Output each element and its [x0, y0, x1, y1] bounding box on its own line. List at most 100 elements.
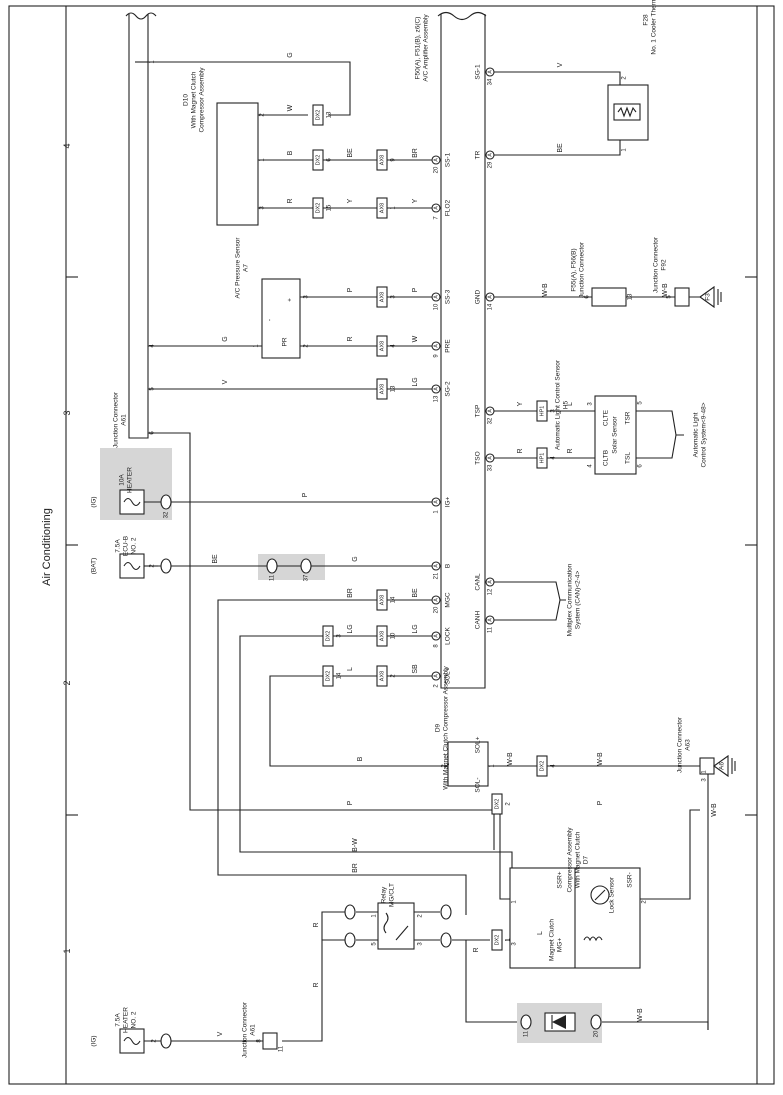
- pin-number: 1: [702, 770, 708, 774]
- component-label: SOL-: [475, 777, 482, 792]
- pin-number: 2: [150, 564, 156, 568]
- connector-pin: 2: [391, 674, 397, 678]
- component-label: A7: [243, 264, 250, 272]
- connector-id: DX2: [315, 203, 321, 214]
- component-label: Lock Sensor: [609, 876, 616, 913]
- pin-number: 2: [418, 914, 424, 918]
- connector-pin: 13: [327, 111, 333, 118]
- pin-number: 37: [304, 574, 310, 581]
- amp-pin-conn-letter: A: [487, 70, 493, 74]
- wire-color-label: G: [222, 336, 229, 341]
- pin-number: 1: [490, 764, 496, 768]
- d10-compressor-box: [216, 102, 259, 226]
- component-label: Automatic Light Control Sensor: [555, 359, 562, 450]
- pin-number: 1: [260, 158, 266, 162]
- connector-pin: 3: [391, 295, 397, 299]
- inline-connector: [536, 447, 548, 469]
- component-label: HEATER: [127, 467, 134, 493]
- wire-color-label: LG: [412, 377, 419, 386]
- component-label: TSL: [625, 452, 632, 464]
- ground-a6-symbol: [713, 754, 729, 778]
- splice-oval: [520, 1014, 532, 1030]
- connector-id: AX8: [379, 155, 385, 165]
- connector-pin: 4: [391, 344, 397, 348]
- wire-color-label: Y: [517, 401, 524, 406]
- wire-color-label: BE: [412, 588, 419, 598]
- amp-pin-circle: [431, 671, 441, 681]
- inline-connector: [312, 104, 324, 126]
- wire-color-label: R: [473, 947, 480, 952]
- inline-connector: [376, 665, 388, 687]
- a61-junction-bus: [128, 14, 149, 439]
- pin-number: 3: [702, 778, 708, 782]
- component-label: MG/CLT: [389, 883, 396, 907]
- pin-number: 3: [260, 206, 266, 210]
- connector-pin: 1: [391, 206, 397, 210]
- amp-pin-terminal: SG-1: [475, 64, 482, 80]
- amp-pin-conn-letter: A: [433, 387, 439, 391]
- pin-number: 2: [442, 764, 448, 768]
- splice-oval: [160, 558, 172, 574]
- component-label: Relay: [381, 886, 388, 903]
- amp-pin-circle: [431, 561, 441, 571]
- amp-pin-terminal: PRE: [445, 339, 452, 353]
- wire-color-label: W-B: [662, 283, 669, 297]
- component-label: A61: [121, 414, 128, 426]
- page-title: Air Conditioning: [41, 508, 53, 586]
- component-label: A/C Pressure Sensor: [235, 237, 242, 299]
- wire-color-label: R: [567, 448, 574, 453]
- wire-color-label: BE: [557, 143, 564, 153]
- amp-pin-terminal: SG-2: [445, 381, 452, 397]
- amp-pin-number: 12: [488, 588, 494, 595]
- f92-junction-box: [674, 287, 690, 307]
- inline-connector: [376, 625, 388, 647]
- connector-id: HP1: [539, 406, 545, 417]
- amp-pin-number: 11: [488, 626, 494, 633]
- component-label: Junction Connector: [653, 236, 660, 293]
- pin-number: 8: [257, 1039, 263, 1043]
- wire-color-label: P: [412, 287, 419, 292]
- component-label: Magnet Clutch: [549, 919, 556, 961]
- amp-pin-conn-letter: A: [433, 295, 439, 299]
- inline-connector: [536, 400, 548, 422]
- connector-pin: 9: [391, 158, 397, 162]
- wire-color-label: L: [537, 931, 544, 935]
- pin-number: 32: [164, 511, 170, 518]
- splice-oval: [590, 1014, 602, 1030]
- pin-number: 2: [642, 900, 648, 904]
- wire-color-label: P: [302, 492, 309, 497]
- wire-color-label: G: [287, 52, 294, 57]
- connector-pin: 14: [337, 672, 343, 679]
- inline-connector: [376, 378, 388, 400]
- component-label: F28: [643, 14, 650, 26]
- f55-junction-box: [591, 287, 627, 307]
- component-label: Junction Connector: [579, 241, 586, 298]
- magnet-clutch-coil-icon: [583, 936, 603, 942]
- wire-color-label: L: [567, 402, 574, 406]
- inline-connector: [376, 335, 388, 357]
- wire-color-label: Y: [347, 198, 354, 203]
- component-label: ECU-B: [123, 536, 130, 556]
- inline-connector: [491, 793, 503, 815]
- wire-color-label: W: [287, 104, 294, 111]
- inline-connector: [312, 197, 324, 219]
- connector-pin: 4: [551, 456, 557, 460]
- pin-number: 11: [279, 1045, 285, 1052]
- amp-pin-circle: [485, 577, 495, 587]
- pin-number: 5: [372, 942, 378, 946]
- component-label: -: [267, 319, 274, 321]
- component-label: +: [287, 298, 294, 302]
- amp-pin-terminal: MGC: [445, 592, 452, 607]
- amp-pin-circle: [431, 595, 441, 605]
- pin-number: 1: [512, 900, 518, 904]
- pin-number: 5: [638, 401, 644, 405]
- component-label: Junction Connector: [113, 391, 120, 448]
- amp-pin-circle: [431, 497, 441, 507]
- pin-number: 2: [260, 113, 266, 117]
- connector-id: DX2: [494, 935, 500, 946]
- amp-pin-circle: [485, 406, 495, 416]
- component-label: A63: [685, 739, 692, 751]
- connector-id: DX2: [325, 671, 331, 682]
- amp-pin-circle: [431, 341, 441, 351]
- wire-color-label: W-B: [507, 752, 514, 766]
